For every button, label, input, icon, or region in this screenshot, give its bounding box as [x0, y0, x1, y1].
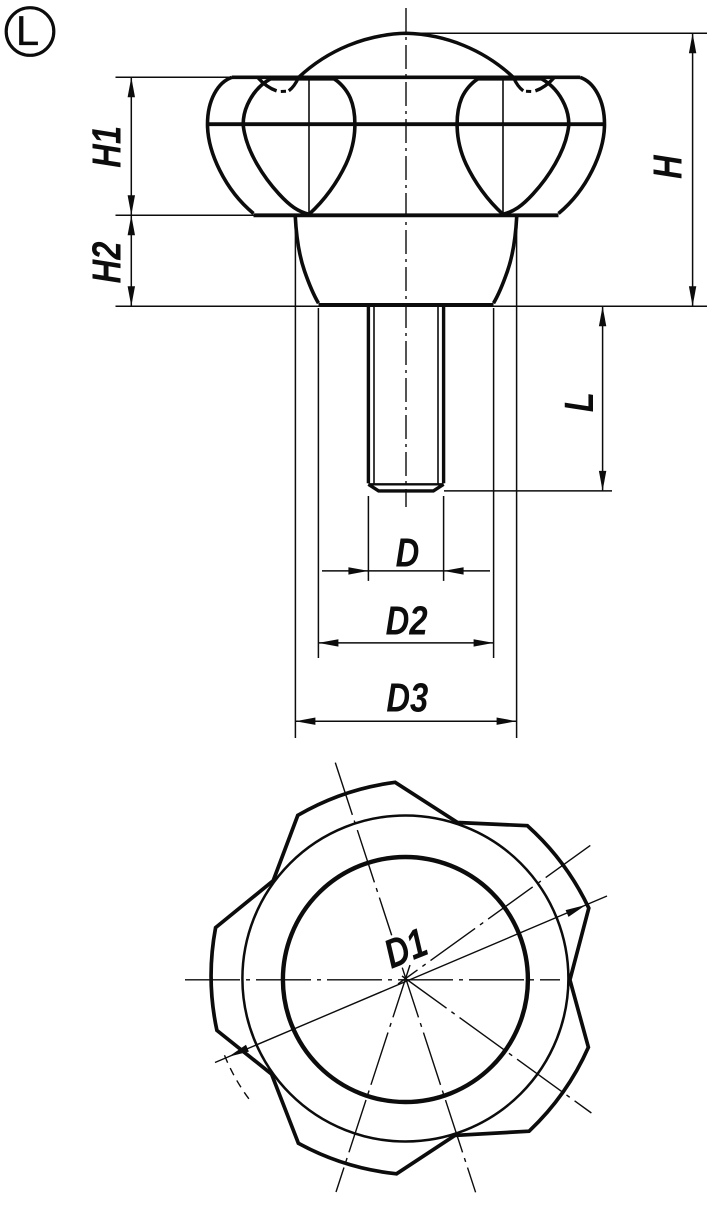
- svg-text:D3: D3: [386, 674, 428, 720]
- svg-text:L: L: [16, 7, 39, 54]
- svg-text:D: D: [396, 529, 420, 575]
- svg-text:L: L: [555, 392, 601, 412]
- svg-text:H2: H2: [83, 241, 129, 283]
- svg-text:H: H: [644, 154, 690, 179]
- svg-text:H1: H1: [83, 126, 129, 168]
- svg-text:D2: D2: [386, 597, 428, 643]
